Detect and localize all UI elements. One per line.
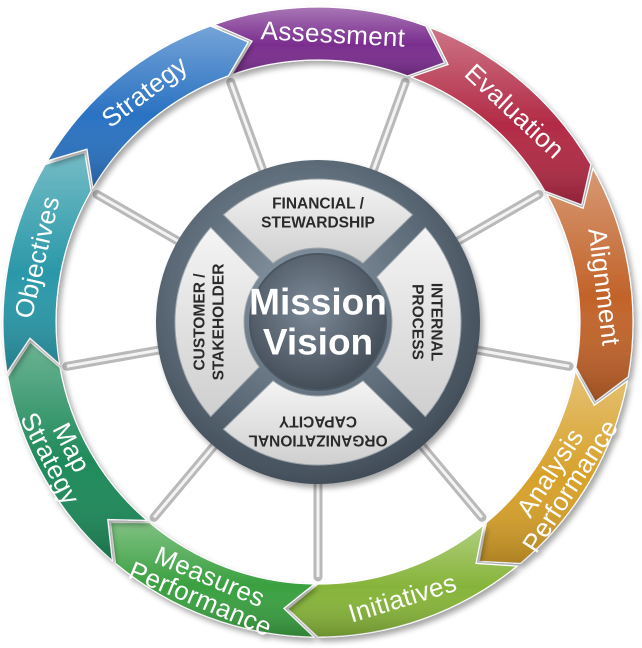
quadrant-shape [222,178,414,264]
spokes-layer [62,77,574,582]
spoke-highlight [66,346,171,368]
quadrant-label: CAPACITY [278,413,357,430]
ring-segment-sheen [546,168,633,402]
quadrant-label: ORGANIZATIONAL [248,432,387,449]
ring-segment-sheen [2,152,92,373]
ring-segment-sheen [214,7,445,76]
center-label: Mission [249,282,387,323]
spoke-highlight [447,193,540,249]
ring-segment: Alignment [545,166,634,403]
quadrant: ORGANIZATIONAL CAPACITY [222,380,414,466]
quadrant-label: CUSTOMER / [192,273,209,371]
spoke-highlight [413,435,484,519]
quadrant-label: INTERNAL [428,283,445,361]
center-core [249,253,387,391]
quadrant-shape [174,226,260,418]
ring-segment-sheen [479,371,628,564]
spoke-highlight [152,435,223,519]
spoke-highlight [229,81,269,182]
quadrant-label: STAKEHOLDER [211,264,228,381]
quadrant-label: FINANCIAL / [272,196,365,213]
ring-segment-sheen [110,522,315,637]
quadrant-label: PROCESS [409,284,426,360]
center-label: Vision [263,322,373,363]
quadrant-label: STEWARDSHIP [261,215,375,232]
inner-hub: FINANCIAL /STEWARDSHIPINTERNALPROCESSORG… [156,160,480,484]
ring-segment: Initiatives [286,523,519,638]
spoke-highlight [367,81,407,182]
spoke-highlight [465,346,570,368]
ring-segment: Objectives [2,151,92,374]
quadrant-shape [222,380,414,466]
ring-segment-sheen [47,26,249,188]
quadrant: FINANCIAL / STEWARDSHIP [222,178,414,264]
quadrant-shape [376,226,462,418]
spoke-highlight [96,193,189,249]
ring-segment-sheen [7,342,147,561]
ring-segment-sheen [287,525,518,637]
ring-segment-sheen [411,27,591,205]
ring-segment: Assessment [212,6,446,77]
quadrant: CUSTOMER /STAKEHOLDER [174,226,260,418]
